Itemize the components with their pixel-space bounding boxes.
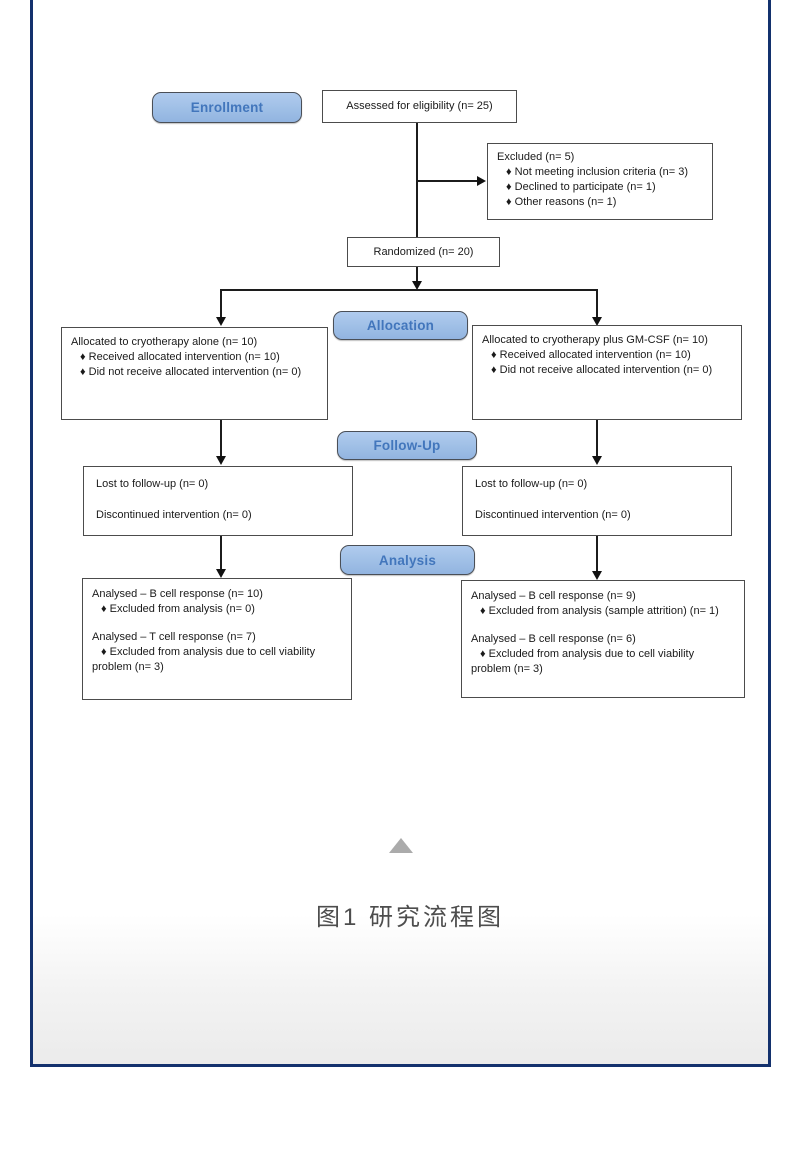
box-assessed-eligibility: Assessed for eligibility (n= 25) bbox=[322, 90, 517, 123]
box-line: Analysed – B cell response (n= 10) bbox=[92, 588, 263, 600]
arrowhead-branch bbox=[412, 281, 422, 290]
flow-line-alloc-to-fu-left bbox=[220, 420, 222, 456]
arrowhead-fu-left bbox=[216, 456, 226, 465]
flow-line-branch-right bbox=[596, 289, 598, 317]
arrowhead-ana-right bbox=[592, 571, 602, 580]
box-line: ♦ Other reasons (n= 1) bbox=[506, 196, 617, 208]
flow-line-to-excluded bbox=[417, 180, 478, 182]
box-line: Analysed – T cell response (n= 7) bbox=[92, 631, 256, 643]
box-line: ♦ Received allocated intervention (n= 10… bbox=[491, 349, 691, 361]
badge-enrollment: Enrollment bbox=[152, 92, 302, 123]
arrowhead-excluded bbox=[477, 176, 486, 186]
flow-line-assessed-to-randomized bbox=[416, 123, 418, 238]
box-line: Lost to follow-up (n= 0) bbox=[96, 478, 209, 490]
box-line: Discontinued intervention (n= 0) bbox=[475, 509, 631, 521]
box-randomized: Randomized (n= 20) bbox=[347, 237, 500, 267]
box-allocation-right: Allocated to cryotherapy plus GM-CSF (n=… bbox=[472, 325, 742, 420]
flow-line-randomized-to-branch bbox=[416, 267, 418, 282]
box-line: ♦ Excluded from analysis (n= 0) bbox=[101, 603, 255, 615]
box-line: ♦ Excluded from analysis due to cell via… bbox=[480, 648, 695, 660]
arrowhead-alloc-right bbox=[592, 317, 602, 326]
flow-line-branch bbox=[220, 289, 598, 291]
flow-line-fu-to-ana-left bbox=[220, 536, 222, 569]
box-line: ♦ Received allocated intervention (n= 10… bbox=[80, 351, 280, 363]
flow-line-branch-left bbox=[220, 289, 222, 317]
box-line: Allocated to cryotherapy alone (n= 10) bbox=[71, 336, 258, 348]
box-line: ♦ Declined to participate (n= 1) bbox=[506, 181, 656, 193]
box-allocation-left: Allocated to cryotherapy alone (n= 10) ♦… bbox=[61, 327, 328, 420]
box-line: Analysed – B cell response (n= 9) bbox=[471, 590, 636, 602]
box-followup-right: Lost to follow-up (n= 0) Discontinued in… bbox=[462, 466, 732, 536]
arrowhead-alloc-left bbox=[216, 317, 226, 326]
arrowhead-fu-right bbox=[592, 456, 602, 465]
box-line: Excluded (n= 5) bbox=[497, 151, 575, 163]
badge-analysis: Analysis bbox=[340, 545, 475, 575]
box-line: problem (n= 3) bbox=[92, 661, 164, 673]
flow-line-alloc-to-fu-right bbox=[596, 420, 598, 456]
box-excluded: Excluded (n= 5) ♦ Not meeting inclusion … bbox=[487, 143, 713, 220]
box-text: Assessed for eligibility (n= 25) bbox=[346, 100, 493, 112]
box-line: Analysed – B cell response (n= 6) bbox=[471, 633, 636, 645]
box-followup-left: Lost to follow-up (n= 0) Discontinued in… bbox=[83, 466, 353, 536]
badge-allocation: Allocation bbox=[333, 311, 468, 340]
box-line: problem (n= 3) bbox=[471, 663, 543, 675]
box-line: ♦ Excluded from analysis due to cell via… bbox=[101, 646, 316, 658]
box-analysis-right: Analysed – B cell response (n= 9) ♦ Excl… bbox=[461, 580, 745, 698]
figure-caption: 图1 研究流程图 bbox=[316, 904, 505, 931]
box-analysis-left: Analysed – B cell response (n= 10) ♦ Exc… bbox=[82, 578, 352, 700]
box-line: ♦ Did not receive allocated intervention… bbox=[491, 364, 713, 376]
badge-follow-up: Follow-Up bbox=[337, 431, 477, 460]
collapse-figure-icon[interactable] bbox=[389, 838, 413, 853]
box-text: Randomized (n= 20) bbox=[373, 245, 474, 258]
box-line: Allocated to cryotherapy plus GM-CSF (n=… bbox=[482, 334, 708, 346]
box-line: ♦ Excluded from analysis (sample attriti… bbox=[480, 605, 719, 617]
box-line: Discontinued intervention (n= 0) bbox=[96, 509, 252, 521]
arrowhead-ana-left bbox=[216, 569, 226, 578]
box-line: ♦ Not meeting inclusion criteria (n= 3) bbox=[506, 166, 688, 178]
box-line: Lost to follow-up (n= 0) bbox=[475, 478, 588, 490]
box-line: ♦ Did not receive allocated intervention… bbox=[80, 366, 302, 378]
flow-line-fu-to-ana-right bbox=[596, 536, 598, 571]
